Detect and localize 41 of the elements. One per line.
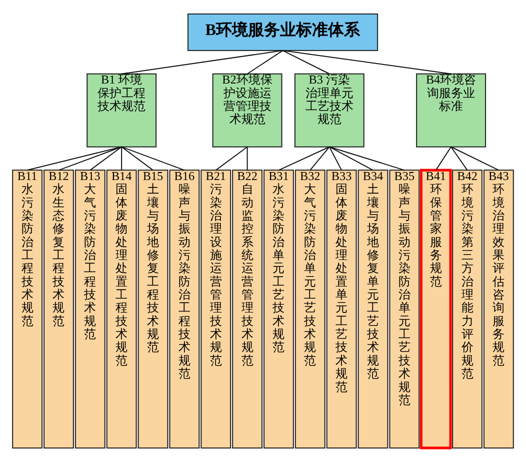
connector: [121, 146, 154, 171]
node-box: B22自动监控系统运营管理技术规范: [232, 170, 262, 448]
node-box: B11水污染防治工程技术规范: [12, 170, 42, 448]
node-box: B15土壤与场地修复工程技术规范: [138, 170, 168, 448]
node-box: B1 环境保护工程技术规范: [86, 73, 157, 148]
node-box: B16噪声与振动污染防治工程技术规范: [169, 170, 200, 448]
connector: [121, 146, 185, 171]
connector: [282, 50, 452, 74]
node-box: B35噪声与振动污染防治单元工艺技术规范: [389, 170, 420, 448]
node-box: B12水生态修复工程技术规范: [44, 170, 74, 448]
node-box: B14固体废物处理处置工程技术规范: [106, 170, 137, 448]
connector: [435, 146, 452, 170]
node-box: B2环境保护设施运营管理技术规范: [212, 73, 282, 148]
node-box: B43环境治理效果评估咨询服务规范: [484, 170, 514, 448]
node-box: B33固体废物处理处置单元工艺技术规范: [326, 170, 357, 448]
connector: [310, 146, 330, 170]
connector: [282, 50, 330, 74]
connector: [216, 146, 248, 171]
node-box: B41环保管家服务规范: [420, 168, 452, 450]
node-box: B环境服务业标准体系: [187, 14, 378, 52]
connector: [278, 146, 330, 171]
connector: [328, 146, 342, 170]
connector: [122, 50, 283, 74]
connector: [27, 146, 122, 171]
node-box: B21污染治理设施运营管理技术规范: [200, 170, 232, 448]
connector: [90, 146, 122, 171]
node-box: B31水污染防治单元工艺技术规范: [264, 170, 294, 448]
connector: [450, 146, 468, 170]
node-box: B32大气污染防治单元工艺技术规范: [294, 170, 326, 448]
connector: [58, 146, 122, 171]
node-box: B42环境污染第三方治理能力评价规范: [452, 170, 482, 448]
connector: [247, 50, 284, 74]
node-box: B3 污染治理单元工艺技术规范: [294, 73, 364, 148]
connector: [450, 146, 499, 171]
node-box: B13大气污染防治工程技术规范: [74, 170, 106, 448]
connector: [329, 146, 374, 171]
node-box: B4环境咨询服务业标准: [416, 73, 486, 148]
connector: [329, 146, 405, 171]
connector: [246, 146, 248, 170]
node-box: B34土壤与场地修复单元工艺技术规范: [358, 170, 388, 448]
connector: [121, 146, 122, 170]
